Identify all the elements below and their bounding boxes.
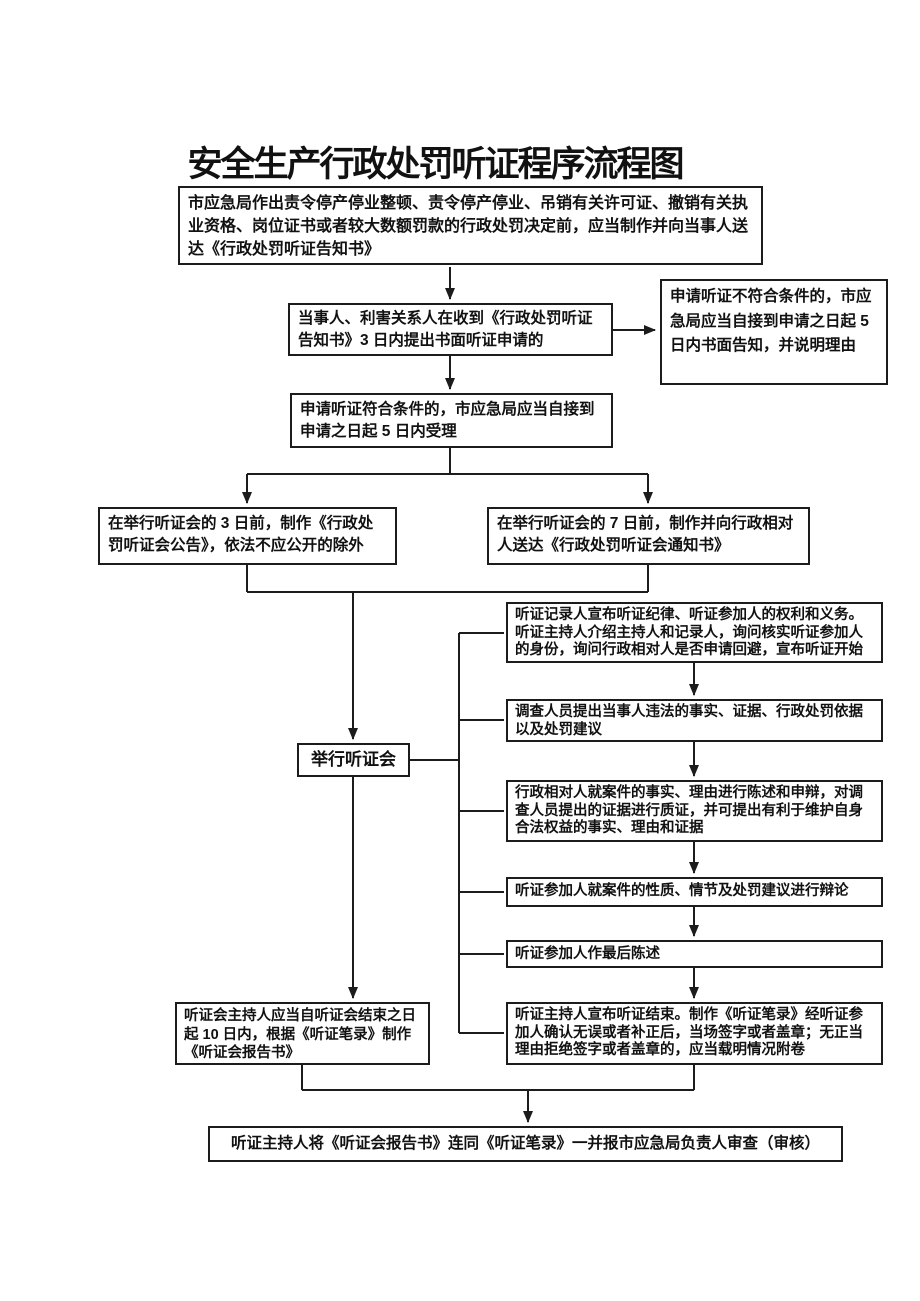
flow-node-hearing-request: 当事人、利害关系人在收到《行政处罚听证告知书》3 日内提出书面听证申请的 bbox=[288, 303, 613, 356]
flow-node-hearing-report: 听证会主持人应当自听证会结束之日起 10 日内，根据《听证笔录》制作《听证会报告… bbox=[175, 1002, 430, 1065]
flow-node-party-defense: 行政相对人就案件的事实、理由进行陈述和申辩，对调查人员提出的证据进行质证，并可提… bbox=[506, 780, 883, 842]
flow-node-request-rejected: 申请听证不符合条件的，市应急局应当自接到申请之日起 5 日内书面告知，并说明理由 bbox=[660, 279, 888, 385]
flow-node-debate: 听证参加人就案件的性质、情节及处罚建议进行辩论 bbox=[506, 877, 883, 907]
flow-node-hearing-close: 听证主持人宣布听证结束。制作《听证笔录》经听证参加人确认无误或者补正后，当场签字… bbox=[506, 1002, 883, 1065]
flow-node-investigator-statement: 调查人员提出当事人违法的事实、证据、行政处罚依据以及处罚建议 bbox=[506, 699, 883, 742]
page-title: 安全生产行政处罚听证程序流程图 bbox=[187, 145, 684, 184]
flow-node-public-notice: 在举行听证会的 3 日前，制作《行政处罚听证会公告》，依法不应公开的除外 bbox=[98, 507, 397, 565]
flow-node-penalty-decision: 市应急局作出责令停产停业整顿、责令停产停业、吊销有关许可证、撤销有关执业资格、岗… bbox=[178, 186, 763, 265]
flow-node-final-statement: 听证参加人作最后陈述 bbox=[506, 940, 883, 968]
flow-node-request-accepted: 申请听证符合条件的，市应急局应当自接到申请之日起 5 日内受理 bbox=[290, 393, 613, 448]
flow-node-submit-review: 听证主持人将《听证会报告书》连同《听证笔录》一并报市应急局负责人审查（审核） bbox=[208, 1126, 843, 1162]
flow-node-notice-to-party: 在举行听证会的 7 日前，制作并向行政相对人送达《行政处罚听证会通知书》 bbox=[487, 507, 810, 565]
flow-node-hold-hearing: 举行听证会 bbox=[297, 743, 410, 777]
flow-node-hearing-open: 听证记录人宣布听证纪律、听证参加人的权利和义务。听证主持人介绍主持人和记录人，询… bbox=[506, 602, 883, 663]
